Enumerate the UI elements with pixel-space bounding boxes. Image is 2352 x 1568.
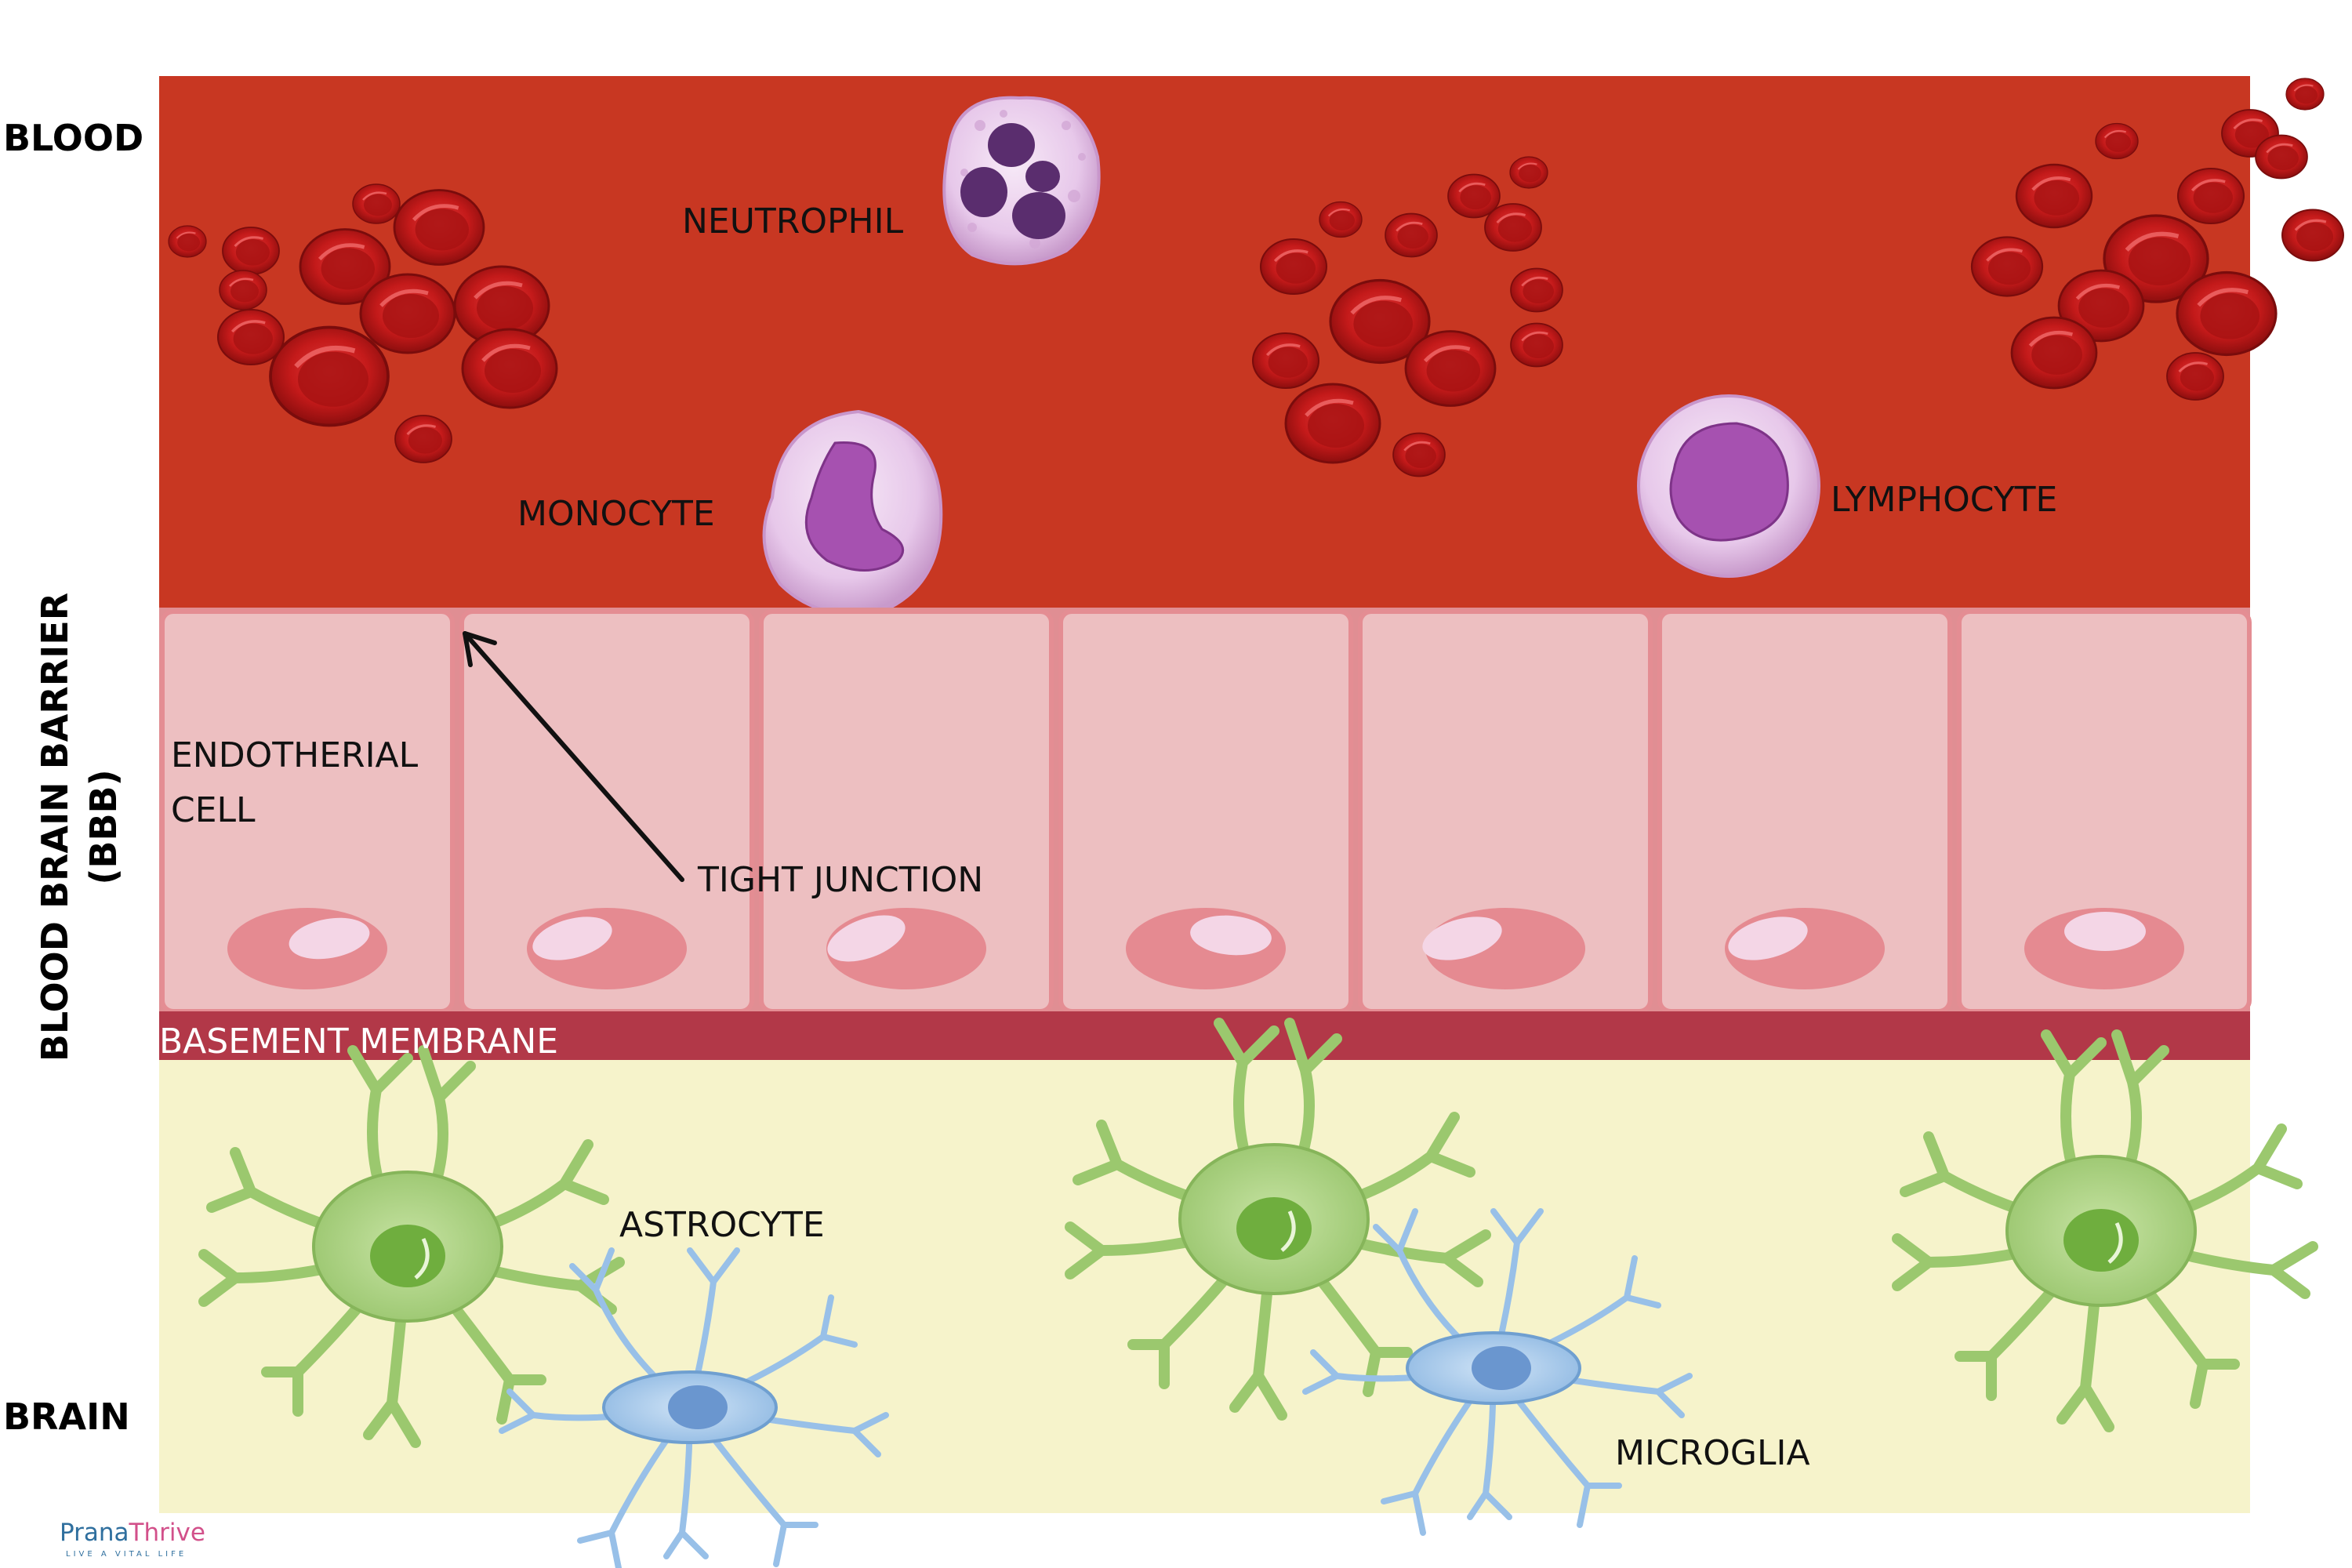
lymphocyte-cell	[1637, 394, 1820, 578]
monocyte-label: MONOCYTE	[517, 494, 715, 534]
neutrophil-label: NEUTROPHIL	[682, 201, 904, 241]
bbb-label: BLOOD BRAIN BARRIER	[34, 593, 76, 1062]
brain-label: BRAIN	[3, 1396, 130, 1438]
monocyte-cell	[762, 409, 943, 616]
bbb-abbrev-label: (BBB)	[82, 769, 125, 884]
endothelial-layer	[159, 608, 2252, 1019]
endothelial-cell-label: ENDOTHERIAL	[171, 735, 419, 775]
tight-junction-arrow	[463, 631, 684, 882]
astrocyte-label: ASTROCYTE	[619, 1205, 825, 1245]
logo-name-part1: Prana	[60, 1519, 129, 1547]
logo-name-part2: Thrive	[129, 1519, 205, 1547]
tight-junction-label: TIGHT JUNCTION	[697, 860, 983, 900]
pranathrive-logo: PranaThrive LIVE A VITAL LIFE	[60, 1519, 205, 1559]
basement-membrane-label: BASEMENT MEMBRANE	[159, 1022, 558, 1062]
lymphocyte-label: LYMPHOCYTE	[1831, 480, 2057, 520]
svg-text:PranaThrive: PranaThrive	[60, 1519, 205, 1547]
microglia-label: MICROGLIA	[1615, 1433, 1810, 1473]
blood-label: BLOOD	[3, 117, 143, 159]
neutrophil-cell	[942, 96, 1101, 266]
endothelial-cell-label-line2: CELL	[171, 790, 256, 830]
logo-tagline: LIVE A VITAL LIFE	[66, 1550, 187, 1559]
basement-membrane	[159, 1011, 2250, 1060]
